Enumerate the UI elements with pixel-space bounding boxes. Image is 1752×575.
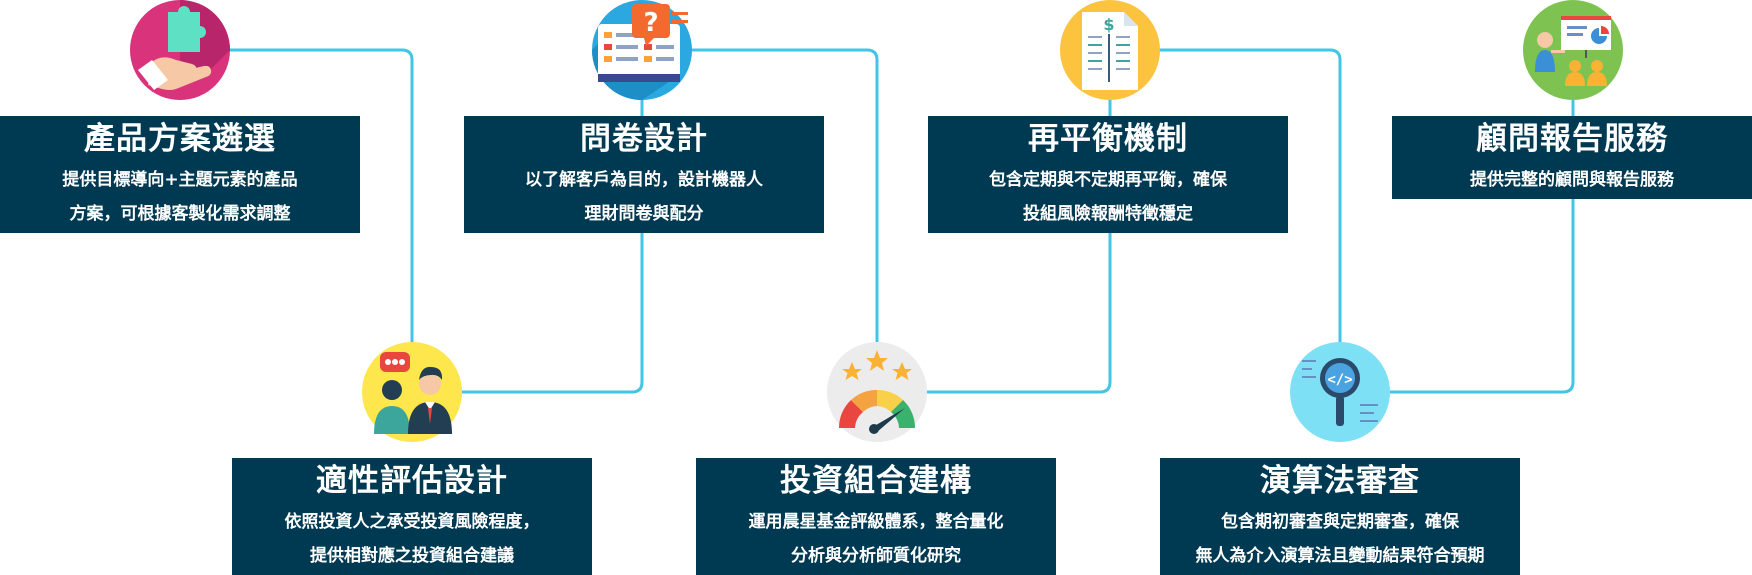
svg-text:</>: </>: [1327, 372, 1352, 388]
step-title: 再平衡機制: [1028, 121, 1188, 157]
balance-document-icon: $: [1060, 0, 1160, 100]
rating-gauge-icon: [827, 342, 927, 442]
step-description-line: 分析與分析師質化研究: [791, 546, 961, 566]
step-description-line: 運用晨星基金評級體系，整合量化: [748, 512, 1004, 532]
connector-5-to-6: [1110, 48, 1342, 400]
step-title: 問卷設計: [580, 121, 708, 157]
step-description-line: 以了解客戶為目的，設計機器人: [525, 170, 763, 190]
step-description-line: 包含期初審查與定期審查，確保: [1221, 512, 1459, 532]
step-title: 演算法審查: [1260, 463, 1420, 499]
step-description: 以了解客戶為目的，設計機器人 理財問卷與配分: [464, 159, 824, 231]
connector-4-to-5: [877, 50, 1112, 394]
step-portfolio-construction: 投資組合建構 運用晨星基金評級體系，整合量化 分析與分析師質化研究: [696, 458, 1056, 575]
step-questionnaire-design: 問卷設計 以了解客戶為目的，設計機器人 理財問卷與配分: [464, 116, 824, 233]
puzzle-hand-icon: [130, 0, 230, 100]
step-title: 適性評估設計: [316, 463, 508, 499]
step-description-line: 理財問卷與配分: [584, 204, 704, 224]
step-description-line: 提供目標導向+主題元素的產品: [62, 170, 298, 190]
step-description-line: 投組風險報酬特徵穩定: [1023, 204, 1193, 224]
presentation-icon: [1523, 0, 1623, 100]
step-description: 提供目標導向+主題元素的產品 方案，可根據客製化需求調整: [0, 159, 360, 231]
connector-1-to-2: [182, 48, 414, 400]
advisor-meeting-icon: [362, 342, 462, 442]
step-description-line: 依照投資人之承受投資風險程度，: [284, 512, 540, 532]
step-title: 顧問報告服務: [1476, 121, 1668, 157]
step-title: 投資組合建構: [780, 463, 972, 499]
step-title: 產品方案遴選: [84, 121, 276, 157]
svg-text:$: $: [1103, 15, 1114, 34]
step-description: 運用晨星基金評級體系，整合量化 分析與分析師質化研究: [696, 501, 1056, 573]
step-description-line: 提供相對應之投資組合建議: [310, 546, 514, 566]
questionnaire-icon: ?: [592, 0, 692, 100]
step-description: 提供完整的顧問與報告服務: [1392, 159, 1752, 197]
step-suitability-assessment: 適性評估設計 依照投資人之承受投資風險程度， 提供相對應之投資組合建議: [232, 458, 592, 575]
step-description-line: 無人為介入演算法且變動結果符合預期: [1195, 546, 1485, 566]
step-description-line: 方案，可根據客製化需求調整: [69, 204, 291, 224]
connector-3-to-4: [642, 48, 879, 400]
step-description-line: 提供完整的顧問與報告服務: [1470, 170, 1674, 190]
connector-6-to-7: [1340, 50, 1575, 394]
code-review-icon: </>: [1290, 342, 1390, 442]
step-description: 包含定期與不定期再平衡，確保 投組風險報酬特徵穩定: [928, 159, 1288, 231]
step-product-selection: 產品方案遴選 提供目標導向+主題元素的產品 方案，可根據客製化需求調整: [0, 116, 360, 233]
step-description: 包含期初審查與定期審查，確保 無人為介入演算法且變動結果符合預期: [1160, 501, 1520, 573]
connector-2-to-3: [412, 50, 644, 394]
step-rebalancing-mechanism: 再平衡機制 包含定期與不定期再平衡，確保 投組風險報酬特徵穩定: [928, 116, 1288, 233]
step-description-line: 包含定期與不定期再平衡，確保: [989, 170, 1227, 190]
step-description: 依照投資人之承受投資風險程度， 提供相對應之投資組合建議: [232, 501, 592, 573]
step-algorithm-review: 演算法審查 包含期初審查與定期審查，確保 無人為介入演算法且變動結果符合預期: [1160, 458, 1520, 575]
svg-text:?: ?: [643, 8, 658, 38]
step-advisory-report-service: 顧問報告服務 提供完整的顧問與報告服務: [1392, 116, 1752, 199]
